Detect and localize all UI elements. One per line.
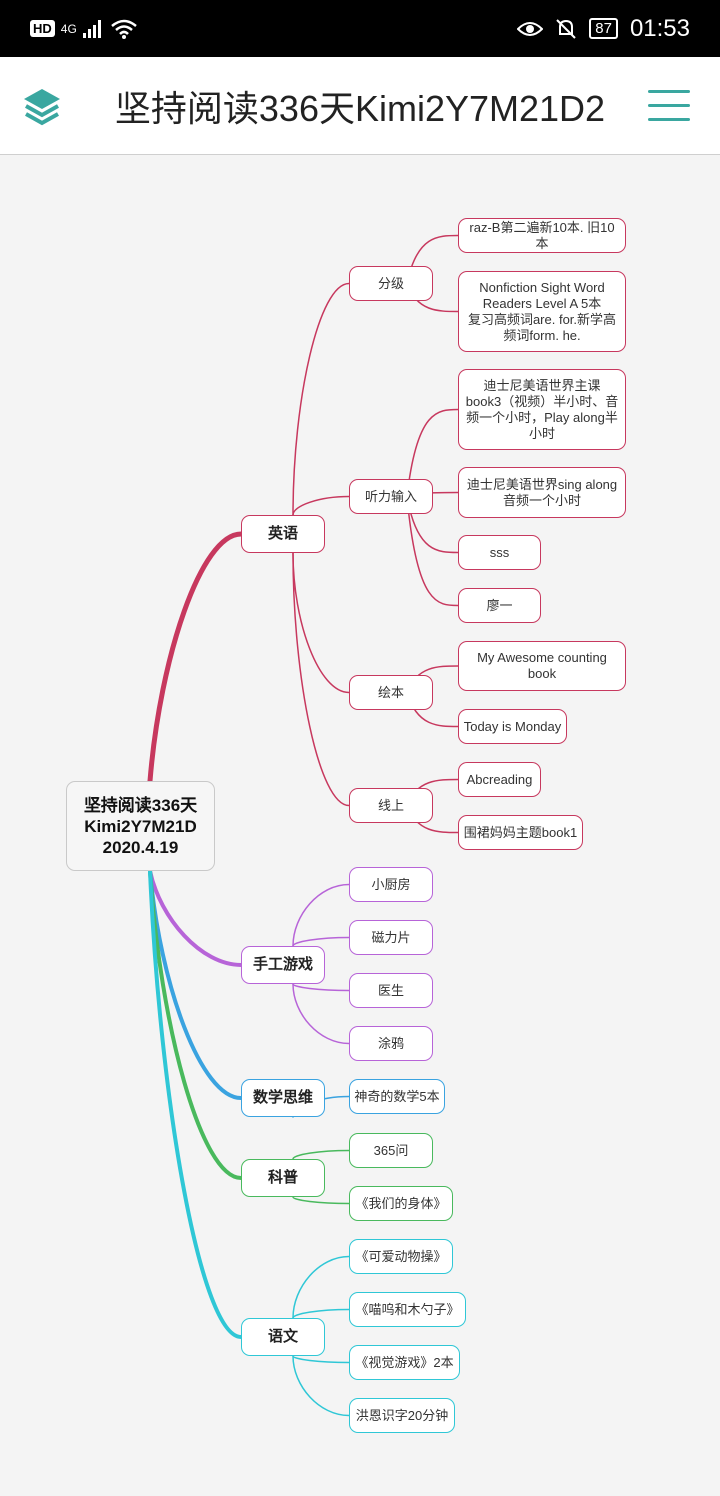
topic-node[interactable]: 小厨房 xyxy=(349,867,433,902)
topic-node-label: 涂鸦 xyxy=(377,1035,404,1051)
topic-node-label: 分级 xyxy=(377,275,404,291)
topic-node[interactable]: 绘本 xyxy=(349,675,433,710)
topic-node[interactable]: 分级 xyxy=(349,266,433,301)
topic-node[interactable]: 《我们的身体》 xyxy=(349,1186,453,1221)
clock: 01:53 xyxy=(629,14,690,42)
sub-connector xyxy=(292,1196,350,1205)
topic-node-label: 听力输入 xyxy=(364,488,417,504)
branch-node[interactable]: 语文 xyxy=(241,1318,325,1356)
topic-node-label: 绘本 xyxy=(377,684,404,700)
topic-node[interactable]: 磁力片 xyxy=(349,920,433,955)
topic-node-label: 365问 xyxy=(373,1142,409,1158)
topic-node-label: 医生 xyxy=(377,982,404,998)
branch-node-label: 科普 xyxy=(267,1169,298,1186)
topic-node[interactable]: 医生 xyxy=(349,973,433,1008)
topic-node[interactable]: 听力输入 xyxy=(349,479,433,514)
sub-connector xyxy=(292,1149,350,1160)
topic-node-label: 小厨房 xyxy=(371,876,411,892)
app-bar: 坚持阅读336天Kimi2Y7M21D2 xyxy=(0,57,720,155)
leaf-node-label: sss xyxy=(489,544,510,560)
sub-connector xyxy=(292,883,350,947)
branch-node-label: 英语 xyxy=(267,525,298,542)
sub-connector xyxy=(292,552,350,807)
leaf-connector xyxy=(406,495,459,607)
topic-node-label: 神奇的数学5本 xyxy=(354,1088,440,1104)
topic-node[interactable]: 洪恩识字20分钟 xyxy=(349,1398,455,1433)
topic-node[interactable]: 线上 xyxy=(349,788,433,823)
leaf-node-label: Today is Monday xyxy=(463,718,562,734)
hd-badge: HD xyxy=(30,20,55,37)
leaf-node-label: Abcreading xyxy=(466,771,533,787)
signal-icon xyxy=(82,19,101,38)
leaf-connector xyxy=(406,408,459,498)
leaf-node-label: 围裙妈妈主题book1 xyxy=(463,824,578,840)
branch-node-label: 数学思维 xyxy=(252,1089,313,1106)
topic-node[interactable]: 涂鸦 xyxy=(349,1026,433,1061)
leaf-node-label: raz-B第二遍新10本. 旧10本 xyxy=(469,219,615,251)
leaf-node[interactable]: raz-B第二遍新10本. 旧10本 xyxy=(458,218,626,253)
topic-node[interactable]: 365问 xyxy=(349,1133,433,1168)
leaf-node[interactable]: Abcreading xyxy=(458,762,541,797)
topic-node[interactable]: 神奇的数学5本 xyxy=(349,1079,445,1114)
bell-off-icon xyxy=(556,18,576,39)
branch-node-label: 语文 xyxy=(267,1328,298,1345)
menu-icon[interactable] xyxy=(648,90,690,122)
sub-connector xyxy=(292,552,350,694)
leaf-node[interactable]: 围裙妈妈主题book1 xyxy=(458,815,583,850)
sub-connector xyxy=(292,282,350,516)
sub-connector xyxy=(292,1355,350,1417)
topic-node-label: 《喵呜和木勺子》 xyxy=(355,1301,460,1317)
leaf-node[interactable]: sss xyxy=(458,535,541,570)
sub-connector xyxy=(292,983,350,1045)
leaf-node[interactable]: 廖一 xyxy=(458,588,541,623)
branch-node[interactable]: 数学思维 xyxy=(241,1079,325,1117)
topic-node[interactable]: 《视觉游戏》2本 xyxy=(349,1345,460,1380)
leaf-node[interactable]: Today is Monday xyxy=(458,709,567,744)
page-title: 坚持阅读336天Kimi2Y7M21D2 xyxy=(114,87,606,129)
leaf-node-label: 廖一 xyxy=(486,597,513,613)
sub-connector xyxy=(292,936,350,947)
sub-connector xyxy=(292,983,350,992)
battery-level: 87 xyxy=(589,18,618,39)
branch-node[interactable]: 科普 xyxy=(241,1159,325,1197)
topic-node-label: 《视觉游戏》2本 xyxy=(355,1354,454,1370)
sub-connector xyxy=(292,495,350,516)
topic-node-label: 《可爱动物操》 xyxy=(355,1248,447,1264)
branch-connector xyxy=(148,869,243,1339)
sub-connector xyxy=(292,1308,350,1319)
topic-node[interactable]: 《可爱动物操》 xyxy=(349,1239,453,1274)
network-type: 4G xyxy=(60,21,77,36)
sub-connector xyxy=(292,1355,350,1364)
branch-connector xyxy=(148,869,243,967)
topic-node-label: 洪恩识字20分钟 xyxy=(355,1407,449,1423)
branch-connector xyxy=(147,531,244,784)
sub-connector xyxy=(292,1255,350,1319)
layers-icon[interactable] xyxy=(22,87,62,127)
status-bar: HD 4G 87 01:53 xyxy=(0,0,720,57)
topic-node-label: 《我们的身体》 xyxy=(355,1195,447,1211)
topic-node-label: 磁力片 xyxy=(371,929,411,945)
wifi-icon xyxy=(110,19,137,39)
topic-node[interactable]: 《喵呜和木勺子》 xyxy=(349,1292,466,1327)
branch-node-label: 手工游戏 xyxy=(252,956,313,973)
branch-connector xyxy=(148,869,243,1180)
branch-node[interactable]: 英语 xyxy=(241,515,325,553)
eye-icon xyxy=(517,21,544,36)
topic-node-label: 线上 xyxy=(377,797,404,813)
branch-node[interactable]: 手工游戏 xyxy=(241,946,325,984)
